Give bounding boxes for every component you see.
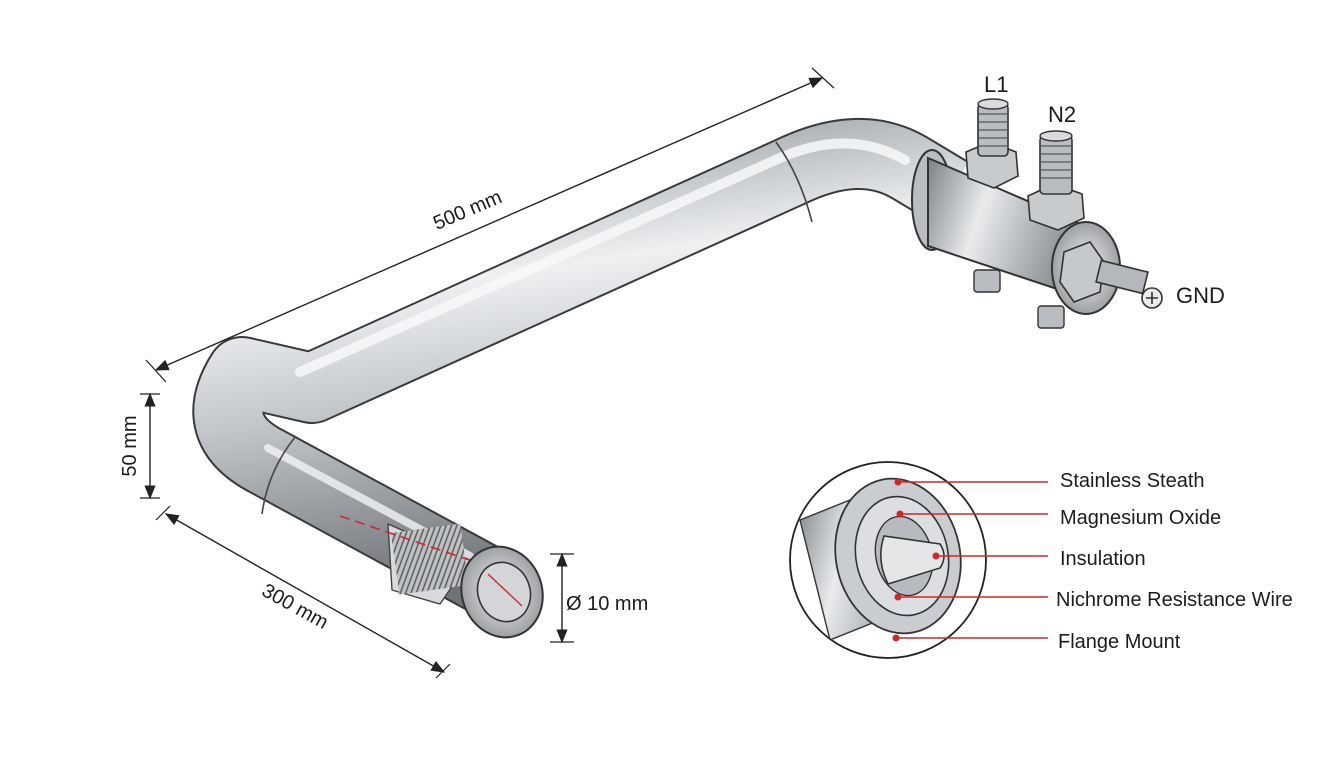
ground-symbol-cross [1146,292,1158,304]
ground-nut [1059,241,1105,303]
terminal-label-l1: L1 [984,72,1008,97]
callout-leaders [892,478,1048,642]
terminal-stud-n2 [1027,130,1085,231]
dimension-line-300 [164,513,446,673]
terminal-label-n2: N2 [1048,102,1076,127]
callout-dot [894,593,902,601]
tube-seam [261,435,297,515]
dimension-lines [140,67,835,679]
callout-label-sheath: Stainless Steath [1060,470,1205,492]
callout-label-insulation: Insulation [1060,548,1146,570]
dimension-label-50: 50 mm [119,415,141,476]
tube-body [194,120,968,618]
dimension-tick [811,67,835,89]
callout-label-wire: Nichrome Resistance Wire [1056,589,1293,611]
detail-wire-core [880,535,945,585]
ground-stud [1095,259,1149,295]
cross-section-detail [789,461,987,659]
callout-label-oxide: Magnesium Oxide [1060,507,1221,529]
terminal-block [911,98,1163,329]
terminal-label-gnd: GND [1176,283,1225,308]
callout-label-flange: Flange Mount [1058,631,1181,653]
end-cap-mark [487,573,523,607]
dimension-tick [435,663,451,679]
callout-dot [896,510,904,518]
terminal-stud-l1 [965,98,1019,189]
dimension-label-500: 500 mm [430,186,505,234]
lower-stud [1037,305,1065,329]
dimension-line-500 [154,77,824,371]
callout-dot [894,478,902,486]
lower-stud [973,269,1001,293]
dimension-tick [155,505,171,521]
callout-dot [932,552,940,560]
callout-dot [892,634,900,642]
nichrome-coil [390,523,469,595]
dimension-label-diameter: Ø 10 mm [566,593,648,615]
dimension-tick [145,359,167,383]
